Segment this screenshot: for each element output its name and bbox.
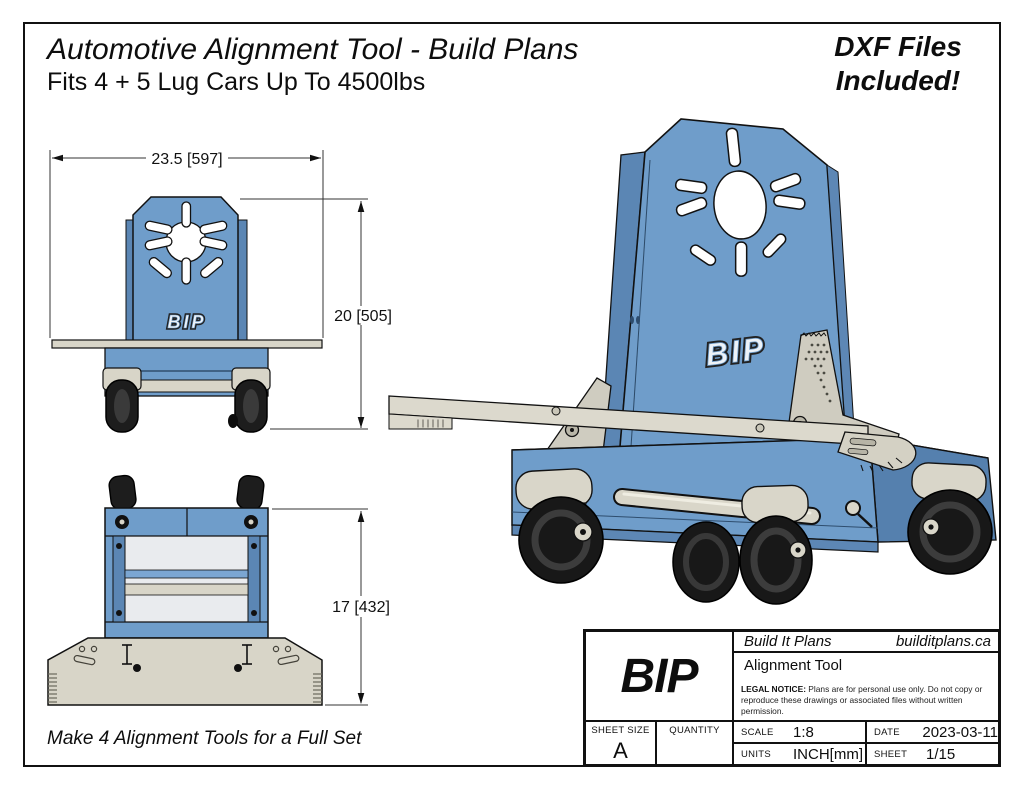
top-frame-opening	[119, 535, 254, 623]
sheet-size-label: SHEET SIZE	[591, 725, 650, 736]
sheet-size-value: A	[613, 738, 628, 763]
front-logo-outline: BIP	[167, 312, 206, 332]
top-view: 17 [432]	[47, 474, 390, 706]
iso-gusset-serration	[800, 332, 827, 337]
scale-value: 1:8	[793, 723, 814, 741]
date-label: DATE	[874, 726, 900, 738]
page-title: Automotive Alignment Tool - Build Plans	[47, 33, 579, 66]
sheet-border	[23, 22, 1001, 767]
legal-notice-text: Plans are for personal use only. Do not …	[741, 684, 983, 717]
top-cross-bar-tan	[124, 583, 249, 596]
top-caster-wheels	[108, 474, 265, 513]
legal-notice: LEGAL NOTICE: Plans are for personal use…	[741, 684, 993, 717]
iso-caster-rear-right	[907, 462, 993, 575]
iso-caster-front-right	[739, 484, 813, 605]
top-plate-slot-cutouts	[122, 644, 252, 665]
top-left-rail	[112, 535, 126, 623]
front-height-dimension: 20 [505]	[334, 308, 392, 325]
iso-gusset-perforations	[804, 343, 832, 403]
iso-logo: BIP	[704, 330, 769, 372]
iso-alignment-arm	[388, 395, 917, 473]
front-sun-cutout	[144, 201, 228, 285]
sheet-number-label: SHEET	[874, 748, 908, 760]
iso-pull-pin	[845, 500, 861, 516]
legal-notice-label: LEGAL NOTICE:	[741, 684, 806, 695]
title-block: BIP Build It Plans builditplans.ca Align…	[583, 629, 1001, 767]
front-view: 23.5 [597] 20 [505] BIP BIP	[49, 150, 392, 433]
company-name: Build It Plans	[744, 633, 832, 650]
units-cell: UNITS INCH[mm]	[733, 743, 866, 765]
dxf-badge-line1: DXF Files	[834, 31, 962, 62]
top-base-plate	[47, 637, 323, 706]
top-plate-holes	[73, 645, 300, 666]
sheet-number-cell: SHEET 1/15	[866, 743, 999, 765]
top-view-dimension-arrows	[357, 511, 365, 704]
dxf-badge-line2: Included!	[835, 65, 961, 97]
front-view-dimension-arrows	[52, 154, 365, 428]
title-block-logo: BIP	[585, 631, 733, 721]
sheet-size-cell: SHEET SIZE A	[585, 721, 656, 765]
scale-label: SCALE	[741, 726, 774, 738]
title-block-company-row: Build It Plans builditplans.ca	[733, 631, 999, 652]
top-height-dimension: 17 [432]	[332, 599, 390, 616]
dxf-files-badge: DXF Files Included!	[800, 30, 996, 98]
quantity-cell: QUANTITY	[656, 721, 733, 765]
iso-logo-group: BIP BIP	[701, 328, 770, 375]
front-width-dimension: 23.5 [597]	[151, 151, 222, 168]
front-tower-right-wing	[237, 219, 248, 342]
front-caster-wheels	[105, 379, 268, 433]
scale-cell: SCALE 1:8	[733, 721, 866, 743]
top-view-dimension-lines	[272, 508, 368, 706]
iso-view: BIP BIP	[388, 118, 997, 605]
front-view-dimension-lines	[49, 150, 368, 430]
top-rail-bolts	[116, 543, 257, 616]
top-right-rail	[247, 535, 261, 623]
front-axle-bar	[132, 379, 241, 393]
iso-sun-cutout	[674, 127, 806, 277]
page-subtitle: Fits 4 + 5 Lug Cars Up To 4500lbs	[47, 68, 426, 96]
sheet-number-value: 1/15	[926, 745, 956, 763]
company-website: builditplans.ca	[895, 633, 991, 650]
units-label: UNITS	[741, 748, 771, 760]
front-arm-plate	[51, 339, 323, 349]
top-plate-serrations	[48, 673, 322, 703]
iso-caster-middle	[672, 521, 740, 603]
top-cross-bar-blue	[124, 569, 249, 579]
date-cell: DATE 2023-03-11	[866, 721, 999, 743]
title-block-drawing-title-cell: Alignment Tool LEGAL NOTICE: Plans are f…	[733, 652, 999, 721]
front-logo: BIP	[167, 312, 206, 332]
units-value: INCH[mm]	[793, 745, 863, 763]
quantity-label: QUANTITY	[669, 725, 720, 736]
drawing-title: Alignment Tool	[744, 657, 843, 674]
date-value: 2023-03-11	[922, 723, 998, 741]
note-text: Make 4 Alignment Tools for a Full Set	[47, 728, 362, 749]
iso-caster-front-left	[515, 468, 604, 584]
